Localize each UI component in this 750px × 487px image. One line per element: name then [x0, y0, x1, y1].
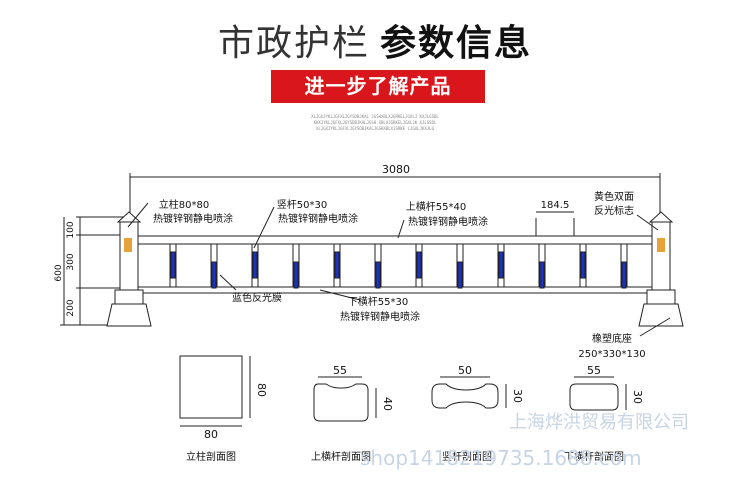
title-bold: 参数信息: [380, 23, 533, 64]
height-200-label: 200: [66, 299, 76, 316]
blue-film-strip: [252, 251, 258, 279]
reflector-right: [657, 238, 665, 252]
post-finish-label: 热镀锌钢静电喷涂: [153, 212, 233, 225]
bottom-rail-finish-label: 热镀锌钢静电喷涂: [340, 310, 420, 323]
post-section-shape: [179, 355, 243, 419]
top-rail-section-w: 55: [333, 364, 347, 377]
upright-group: [169, 243, 628, 289]
total-height-label: 600: [54, 264, 64, 281]
page-title: 市政护栏参数信息: [0, 14, 750, 66]
upright-finish-label: 热镀锌钢静电喷涂: [278, 212, 358, 225]
upright-section-w: 50: [458, 364, 472, 377]
blue-film-strip: [621, 261, 627, 289]
blue-film-strip: [498, 251, 504, 279]
top-rail-finish-label: 热镀锌钢静电喷涂: [408, 215, 488, 228]
spacing-label: 184.5: [541, 200, 570, 211]
reflector-left: [124, 238, 132, 252]
blue-film-strip: [211, 261, 217, 289]
reflector-label: 黄色双面: [594, 190, 634, 203]
fine-print-line: XLJGXJYKLJGFXLJGYSDBJKAL JGSHXBLXJGRKELJ…: [311, 114, 439, 119]
blue-film-label: 蓝色反光膜: [232, 291, 282, 304]
title-light: 市政护栏: [217, 23, 370, 64]
fine-print: XLJGXJYKLJGFXLJGYSDBJKAL JGSHXBLXJGRKELJ…: [225, 114, 525, 132]
blue-film-strip: [334, 251, 340, 279]
height-100-label: 100: [66, 221, 76, 238]
post-section-caption: 立柱剖面图: [186, 450, 236, 463]
top-rail-label: 上横杆55*40: [406, 200, 466, 213]
top-rail-section-h: 40: [381, 397, 394, 411]
height-300-label: 300: [66, 253, 76, 270]
watermark-company: 上海烨洪贸易有限公司: [509, 412, 689, 433]
fine-print-line: KHXJYKLJGFXLJGYSDBJKALJGSH XBLXJGRKELJGX…: [313, 120, 437, 125]
base-size-label: 250*330*130: [578, 349, 645, 360]
bottom-rail-section-caption: 下横杆剖面图: [564, 450, 624, 463]
top-rail-section-shape: [313, 383, 369, 422]
learn-more-banner[interactable]: 进一步了解产品: [271, 70, 485, 103]
left-post: [106, 211, 152, 327]
blue-film-strip: [170, 251, 176, 279]
post-label: 立柱80*80: [159, 198, 209, 211]
top-rail-section-caption: 上横杆剖面图: [311, 450, 371, 463]
post-section-w: 80: [204, 428, 218, 441]
blue-film-strip: [293, 261, 299, 289]
base-label: 橡塑底座: [592, 332, 632, 345]
bottom-rail-section-shape: [569, 383, 619, 411]
bottom-rail-label: 下横杆55*30: [348, 295, 408, 308]
reflector-label-2: 反光标志: [594, 204, 634, 217]
upright-section-h: 30: [511, 389, 524, 403]
upright-label: 竖杆50*30: [277, 199, 327, 211]
right-post: [638, 211, 684, 327]
watermark-shop: shop1418219735.1688.com: [360, 446, 642, 470]
blue-film-strip: [416, 251, 422, 279]
blue-film-strip: [375, 261, 381, 289]
upright-section-caption: 竖杆剖面图: [442, 450, 492, 463]
post-section-h: 80: [255, 383, 268, 397]
top-rail: [137, 235, 653, 245]
blue-film-strip: [580, 251, 586, 279]
bottom-rail-section-h: 30: [631, 390, 644, 404]
bottom-rail-section-w: 55: [587, 364, 601, 377]
blue-film-strip: [457, 261, 463, 289]
fine-print-line: XLJGXJYKLJGFXLJGYSDBJKALJGSHXBLXJGRKE LJ…: [315, 126, 434, 131]
total-width-label: 3080: [382, 163, 410, 176]
upright-section-shape: [431, 383, 499, 409]
blue-film-strip: [539, 261, 545, 289]
